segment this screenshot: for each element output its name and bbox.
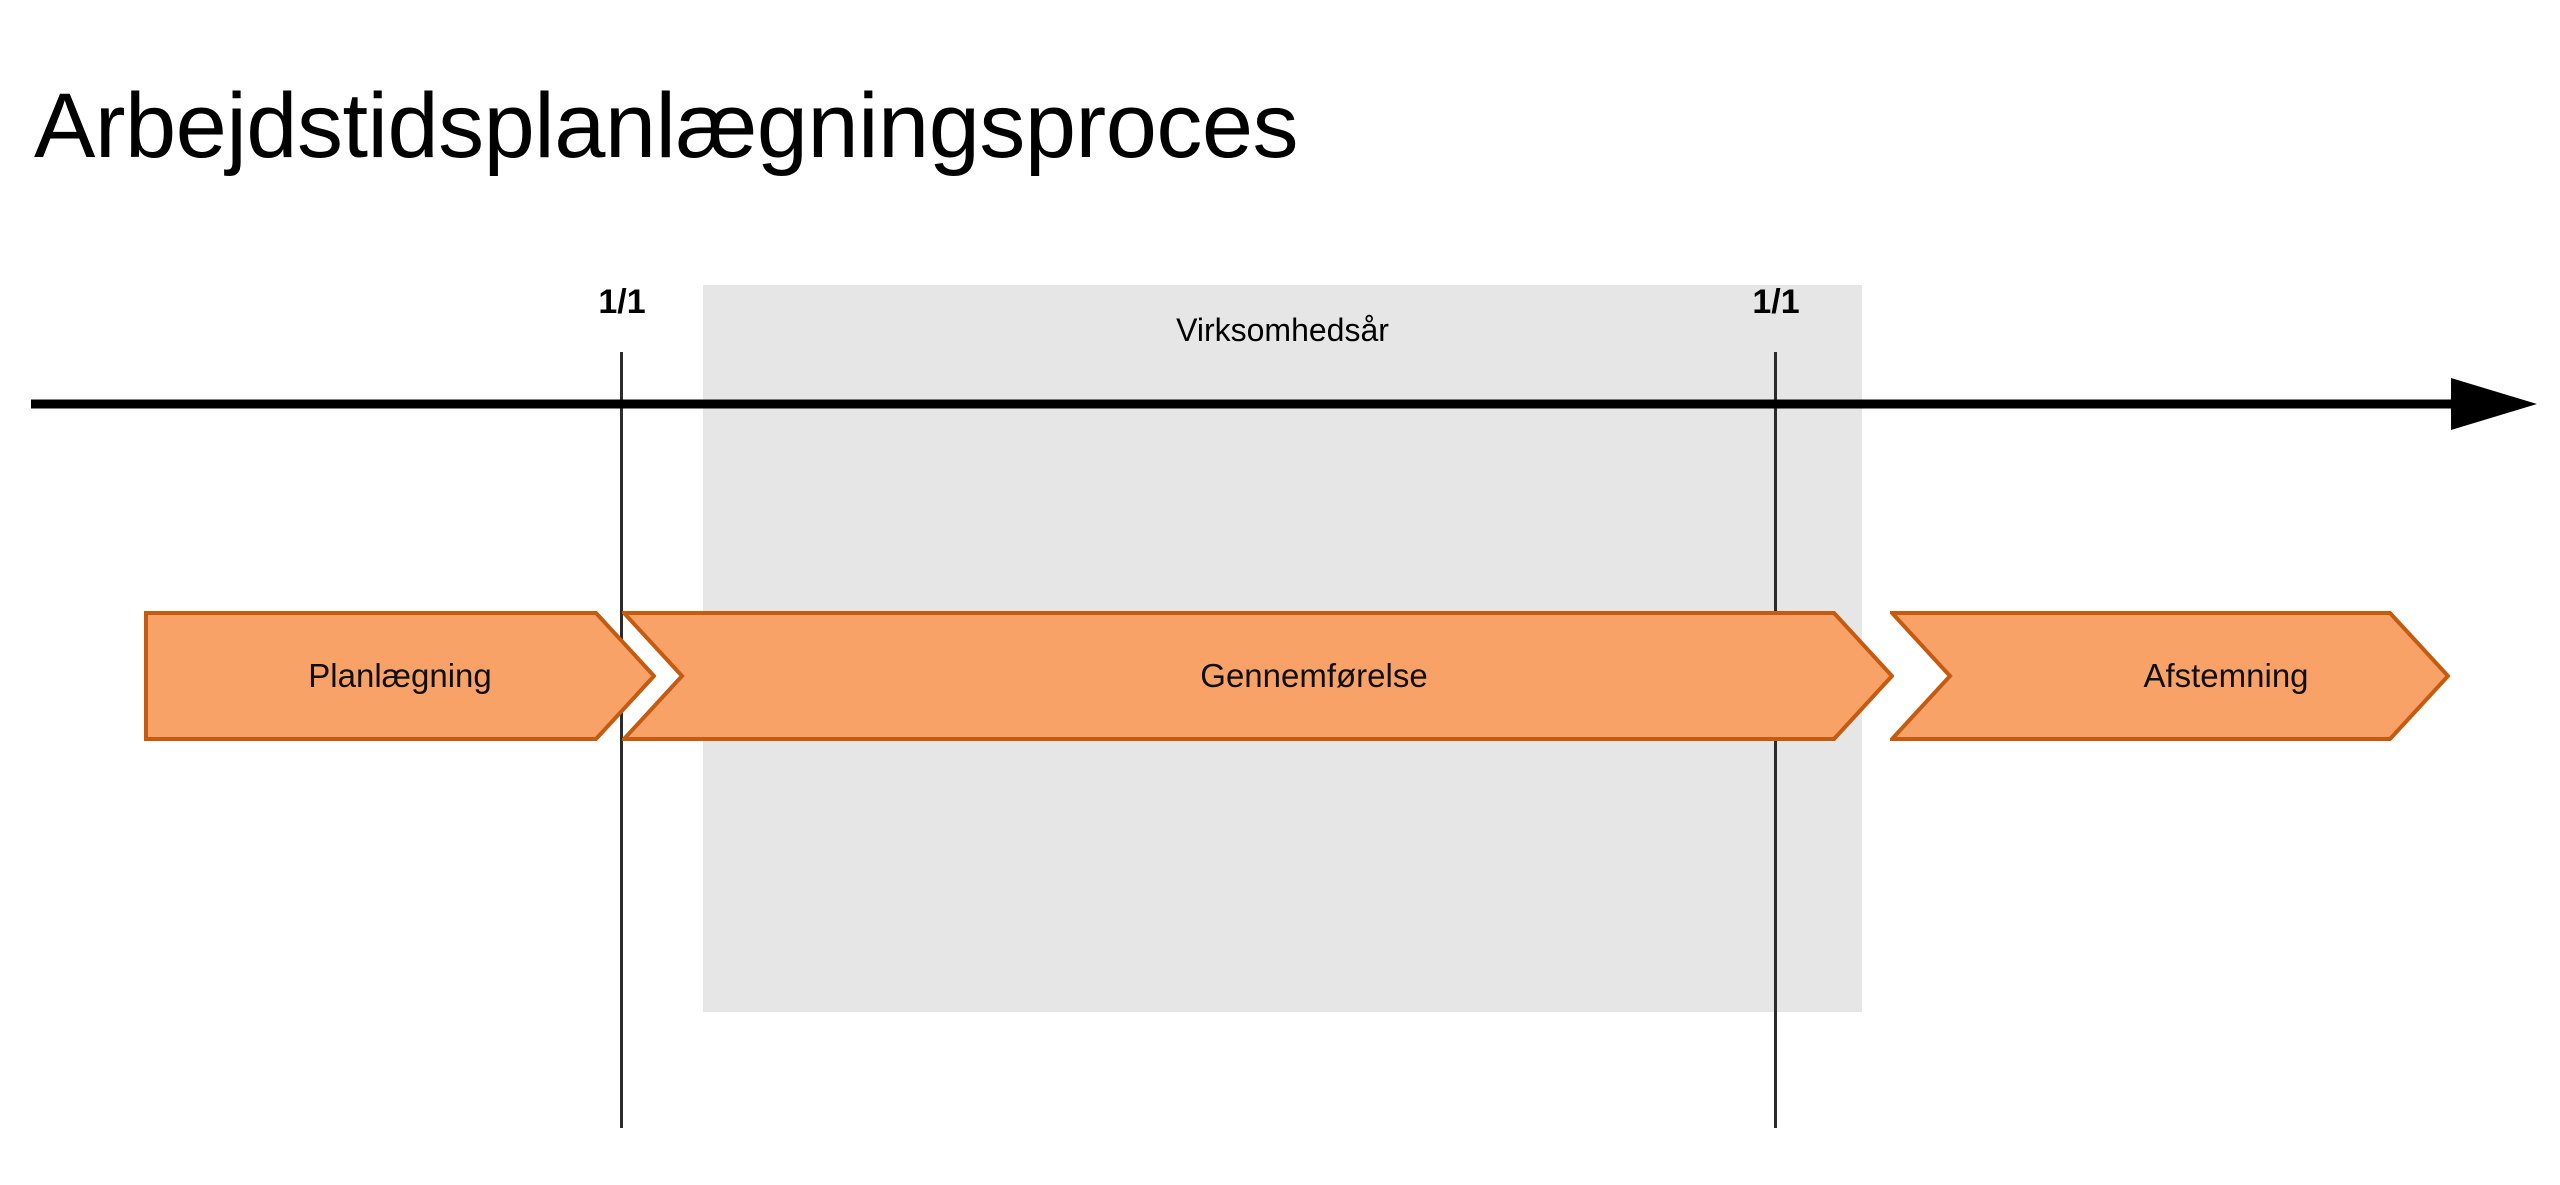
timeline-marker-label-end: 1/1 bbox=[1752, 283, 1800, 321]
time-axis-arrow bbox=[31, 372, 2541, 437]
timeline-marker-label-start: 1/1 bbox=[598, 283, 646, 321]
business-year-label: Virksomhedsår bbox=[1176, 312, 1389, 348]
process-step-execution[interactable]: Gennemførelse bbox=[622, 611, 1894, 741]
process-step-planning[interactable]: Planlægning bbox=[144, 611, 656, 741]
page-title: Arbejdstidsplanlægningsproces bbox=[34, 75, 1299, 177]
process-step-reconciliation[interactable]: Afstemning bbox=[1890, 611, 2450, 741]
